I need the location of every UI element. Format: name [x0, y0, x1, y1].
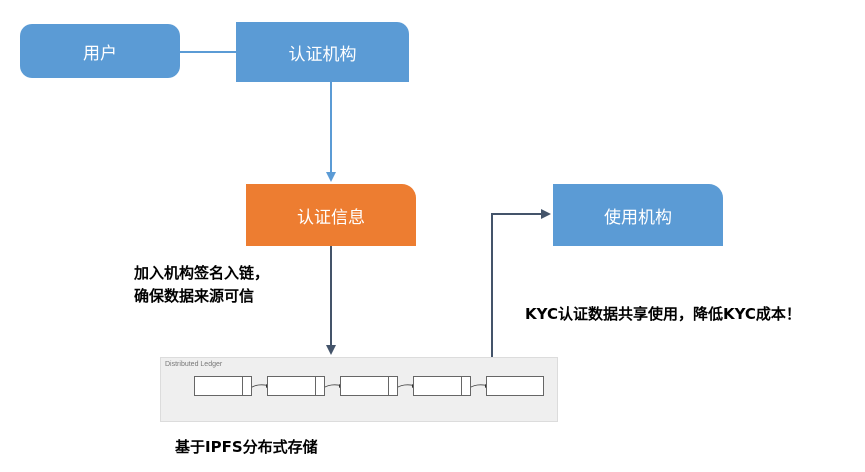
ledger-block-pointer	[388, 377, 389, 395]
caption-kyc-share: KYC认证数据共享使用，降低KYC成本！	[525, 305, 801, 323]
node-auth-info-label: 认证信息	[297, 207, 365, 228]
node-auth-info: 认证信息	[246, 184, 416, 246]
node-using-org-label: 使用机构	[604, 207, 672, 228]
node-using-org: 使用机构	[553, 184, 723, 246]
node-auth-org-label: 认证机构	[288, 44, 357, 65]
ledger-title: Distributed Ledger	[165, 361, 223, 368]
ledger-block	[486, 376, 544, 396]
caption-ipfs-storage: 基于IPFS分布式存储	[175, 438, 318, 456]
ledger-block	[194, 376, 252, 396]
node-user: 用户	[20, 24, 180, 78]
distributed-ledger-panel: Distributed Ledger	[160, 357, 558, 422]
ledger-block-pointer	[315, 377, 316, 395]
ledger-block	[267, 376, 325, 396]
arrow-ledger-to-using-org	[491, 209, 551, 357]
node-auth-org: 认证机构	[236, 22, 409, 82]
node-user-label: 用户	[83, 43, 117, 64]
caption-sign-line1: 加入机构签名入链，	[134, 264, 270, 282]
ledger-block-pointer	[461, 377, 462, 395]
ledger-block-pointer	[242, 377, 243, 395]
caption-sign-line2: 确保数据来源可信	[134, 287, 255, 305]
caption-sign-into-chain: 加入机构签名入链， 确保数据来源可信	[134, 262, 269, 308]
ledger-block	[413, 376, 471, 396]
ledger-block	[340, 376, 398, 396]
